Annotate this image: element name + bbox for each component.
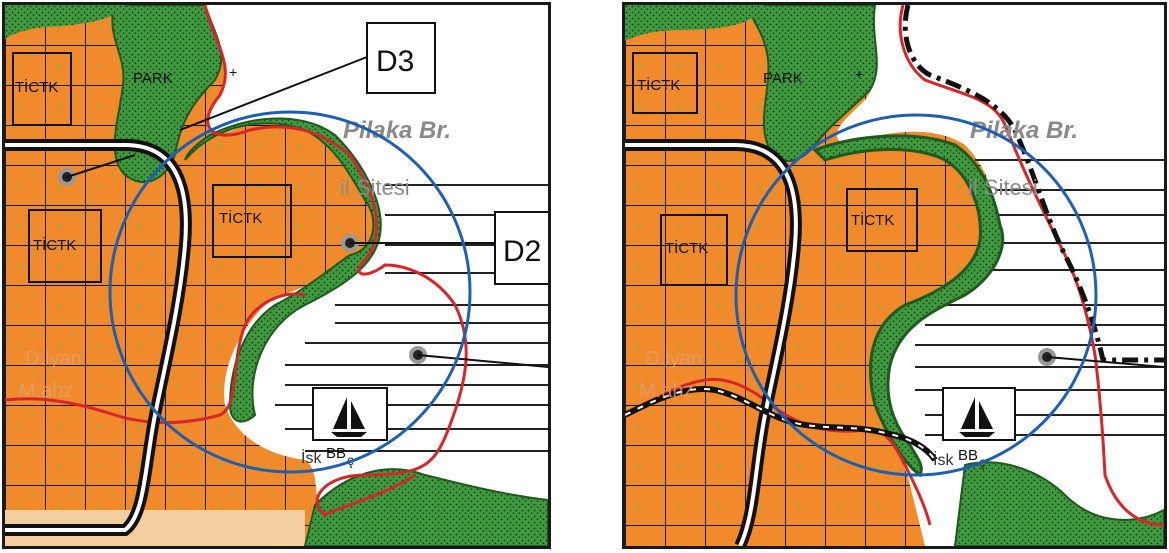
- label-site-name: il Sitesi: [340, 175, 410, 200]
- ticaret-zone-left: [28, 209, 102, 283]
- callout-box-d2: [494, 211, 548, 285]
- label-faded-left2: M.ahz: [19, 380, 73, 402]
- planning-boundary: [5, 5, 468, 517]
- label-ticaret-top: TİCTK: [15, 78, 58, 96]
- park-area-bottom: [303, 468, 548, 546]
- label-ticaret-left: TİCTK: [665, 239, 708, 257]
- dash-dot-boundary: [902, 5, 1164, 363]
- map-panel-after: TİCTK TİCTK TİCTK PARK Pilaka Br. il Sit…: [622, 2, 1167, 549]
- plus-marker-icon: +: [229, 64, 237, 80]
- label-ticaret-left: TİCTK: [33, 236, 76, 254]
- label-ticaret-center: TİCTK: [851, 211, 894, 229]
- park-area-top-strip: [625, 5, 765, 41]
- ticaret-zone-top: [12, 52, 72, 126]
- ticaret-zone-top: [632, 52, 698, 114]
- label-faded-left2: M.ahz: [639, 380, 693, 402]
- label-place-name: Pilaka Br.: [343, 117, 451, 144]
- label-pier-code: BB: [326, 445, 346, 462]
- park-area-top: [750, 5, 878, 162]
- park-area-top: [111, 5, 223, 184]
- label-pier: İsk: [301, 448, 322, 467]
- callout-label-d3: D3: [376, 45, 414, 78]
- park-area-bottom: [953, 461, 1164, 546]
- label-site-name: il Sitesi: [968, 175, 1038, 200]
- water-hatching: [275, 184, 548, 452]
- park-area-top-strip: [5, 5, 125, 39]
- study-area-circle: [734, 113, 1098, 477]
- sailboat-icon: [959, 397, 995, 437]
- ticaret-zone-center: [212, 184, 292, 258]
- plus-marker-icon: +: [855, 66, 863, 82]
- ticaret-zone-left: [660, 214, 728, 286]
- label-faded-left: D.lyan: [645, 348, 702, 370]
- label-ticaret-top: TİCTK: [637, 76, 680, 94]
- map-canvas-after: TİCTK TİCTK TİCTK PARK Pilaka Br. il Sit…: [625, 5, 1164, 546]
- study-area-circle: [108, 110, 472, 474]
- ticaret-zone-center: [846, 188, 918, 252]
- map-panel-before: TİCTK TİCTK TİCTK PARK Pilaka Br. il Sit…: [2, 2, 551, 549]
- sailboat-icon: [331, 397, 367, 437]
- map-canvas-before: TİCTK TİCTK TİCTK PARK Pilaka Br. il Sit…: [5, 5, 548, 546]
- callout-box-d3: [366, 22, 436, 94]
- label-park: PARK: [133, 70, 173, 87]
- pier-box: [312, 387, 388, 441]
- callout-label-d2: D2: [503, 235, 541, 268]
- label-park: PARK: [763, 70, 803, 87]
- label-pier-code: BB: [958, 447, 978, 464]
- label-ticaret-center: TİCTK: [219, 209, 262, 227]
- label-faded-left: D.lyan: [25, 348, 82, 370]
- park-coastal-belt: [184, 117, 382, 423]
- park-coastal-belt: [812, 134, 1005, 478]
- label-pier: İsk: [933, 450, 954, 469]
